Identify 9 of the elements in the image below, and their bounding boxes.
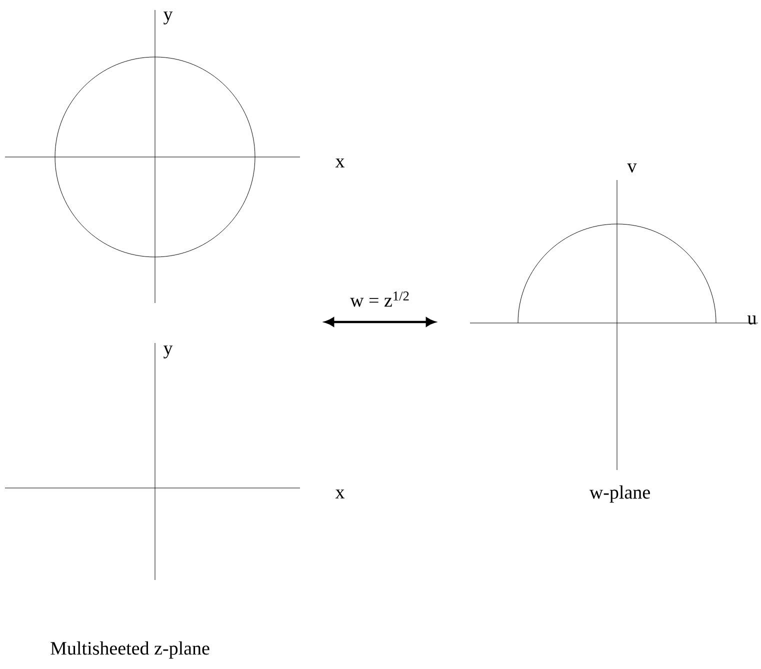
- axis-label: u: [748, 316, 756, 324]
- axis-label: y: [164, 346, 173, 358]
- axis-label: x: [335, 158, 345, 168]
- plane-caption: w-plane: [589, 485, 650, 503]
- axis-label: x: [335, 490, 345, 498]
- double-arrow: [324, 318, 436, 326]
- plane-caption: Multisheeted z-plane: [50, 641, 210, 659]
- edge-label: w = z$^{1/2}$: [349, 290, 411, 308]
- axis-label: y: [164, 12, 173, 24]
